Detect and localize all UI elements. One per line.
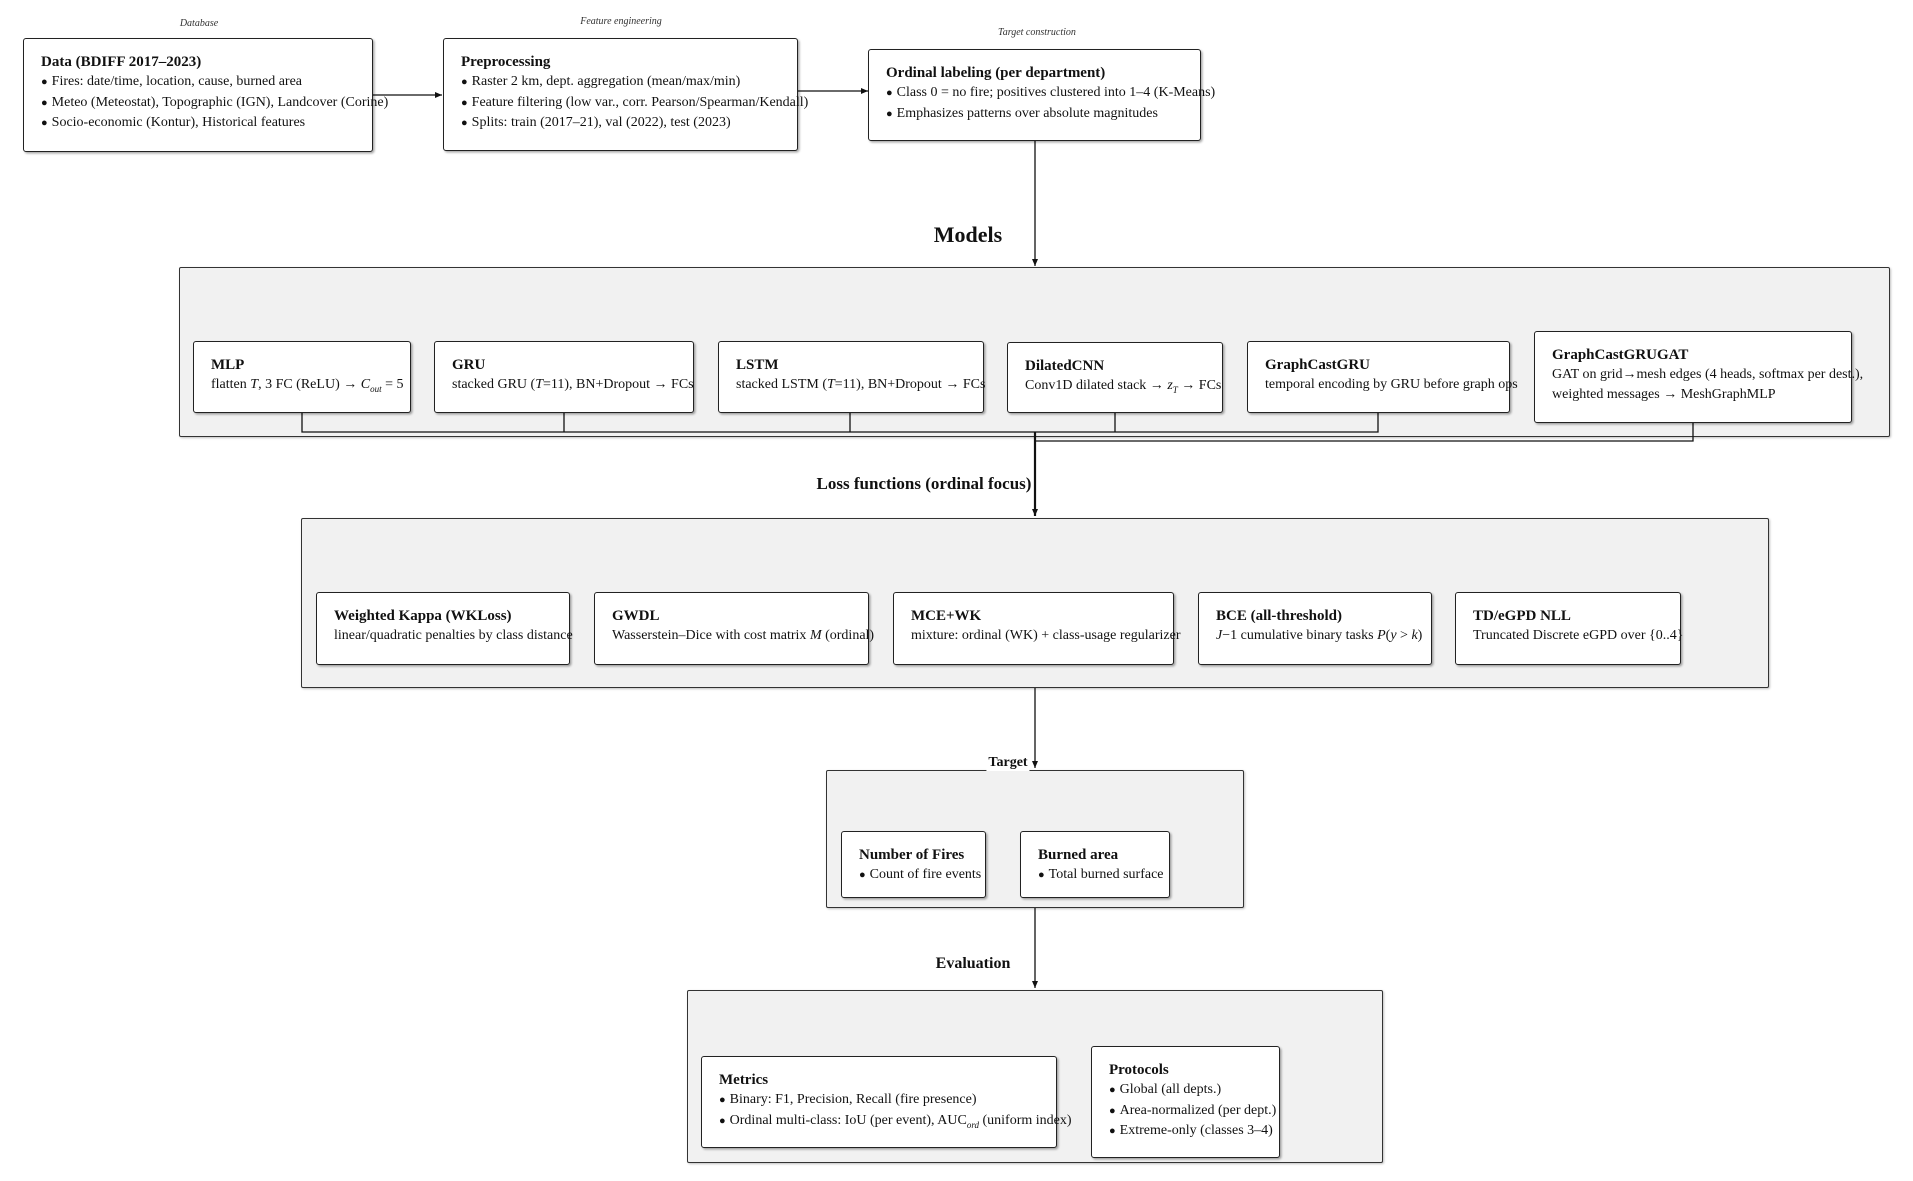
loss-gwdl-title: GWDL [612,608,660,624]
loss-wkloss-title: Weighted Kappa (WKLoss) [334,608,512,624]
protocols-item: ●Extreme-only (classes 3–4) [1109,1123,1273,1138]
preprocessing-box-item: ●Raster 2 km, dept. aggregation (mean/ma… [461,74,741,89]
protocols-item: ●Area-normalized (per dept.) [1109,1102,1277,1118]
stage-label-feature-engineering: Feature engineering [580,16,662,27]
metrics-box: Metrics ●Binary: F1, Precision, Recall (… [701,1056,1072,1148]
loss-mcewk-box: MCE+WK mixture: ordinal (WK) + class-usa… [893,592,1181,665]
loss-tdegpd-title: TD/eGPD NLL [1473,608,1571,624]
loss-tdegpd-desc: Truncated Discrete eGPD over {0..4} [1473,628,1684,643]
data-box: Data (BDIFF 2017–2023) ●Fires: date/time… [23,38,389,152]
model-lstm-desc: stacked LSTM (T=11), BN+Dropout → FCs [736,377,986,392]
model-graphcastgrugat-desc: weighted messages → MeshGraphMLP [1552,386,1776,402]
target-burned-box: Burned area ●Total burned surface [1020,831,1170,898]
model-graphcastgru-desc: temporal encoding by GRU before graph op… [1265,377,1518,392]
target-fires-box: Number of Fires ●Count of fire events [841,831,986,898]
labeling-box-item: ●Class 0 = no fire; positives clustered … [886,85,1216,100]
losses-title: Loss functions (ordinal focus) [816,474,1032,493]
model-gru-box: GRU stacked GRU (T=11), BN+Dropout → FCs [434,341,694,413]
preprocessing-box-item: ●Feature filtering (low var., corr. Pear… [461,94,809,110]
model-mlp-title: MLP [211,357,245,373]
model-gru-desc: stacked GRU (T=11), BN+Dropout → FCs [452,377,694,392]
labeling-box: Ordinal labeling (per department) ●Class… [868,49,1216,141]
merge-line-graphcastgru [1035,413,1379,433]
preprocessing-box-title: Preprocessing [461,54,551,70]
labeling-box-item: ●Emphasizes patterns over absolute magni… [886,105,1158,121]
merge-line-mlp [301,413,1035,433]
loss-mcewk-title: MCE+WK [911,608,982,624]
model-lstm-title: LSTM [736,357,779,373]
data-box-title: Data (BDIFF 2017–2023) [41,54,202,70]
loss-bce-desc: J−1 cumulative binary tasks P(y > k) [1216,628,1423,643]
loss-gwdl-desc: Wasserstein–Dice with cost matrix M (ord… [612,628,875,643]
loss-gwdl-box: GWDL Wasserstein–Dice with cost matrix M… [594,592,875,665]
model-graphcastgru-box: GraphCastGRU temporal encoding by GRU be… [1247,341,1518,413]
target-title: Target [986,755,1030,771]
target-fires-item: ●Count of fire events [859,867,982,882]
loss-tdegpd-box: TD/eGPD NLL Truncated Discrete eGPD over… [1455,592,1684,665]
model-dilatedcnn-box: DilatedCNN Conv1D dilated stack → zT → F… [1007,342,1223,413]
models-title: Models [933,222,1003,247]
model-graphcastgru-title: GraphCastGRU [1265,357,1371,373]
preprocessing-box: Preprocessing ●Raster 2 km, dept. aggreg… [443,38,809,151]
model-gru-title: GRU [452,357,486,373]
loss-wkloss-desc: linear/quadratic penalties by class dist… [334,628,573,643]
data-box-item: ●Fires: date/time, location, cause, burn… [41,74,303,89]
metrics-item: ●Ordinal multi-class: IoU (per event), A… [719,1112,1072,1130]
data-box-item: ●Socio-economic (Kontur), Historical fea… [41,115,306,130]
preprocessing-box-item: ●Splits: train (2017–21), val (2022), te… [461,115,731,130]
target-fires-title: Number of Fires [859,847,965,863]
model-mlp-desc: flatten T, 3 FC (ReLU) → Cout = 5 [211,377,404,394]
target-burned-item: ●Total burned surface [1038,867,1164,882]
model-dilatedcnn-desc: Conv1D dilated stack → zT → FCs [1025,378,1222,395]
metrics-title: Metrics [719,1072,769,1088]
labeling-box-title: Ordinal labeling (per department) [886,65,1106,81]
target-burned-title: Burned area [1038,847,1119,863]
model-graphcastgrugat-box: GraphCastGRUGAT GAT on grid→mesh edges (… [1534,331,1864,423]
model-mlp-box: MLP flatten T, 3 FC (ReLU) → Cout = 5 [193,341,411,413]
loss-bce-title: BCE (all-threshold) [1216,608,1342,624]
loss-mcewk-desc: mixture: ordinal (WK) + class-usage regu… [911,628,1181,643]
model-dilatedcnn-title: DilatedCNN [1025,358,1105,374]
protocols-box: Protocols ●Global (all depts.) ●Area-nor… [1091,1046,1280,1158]
protocols-item: ●Global (all depts.) [1109,1082,1222,1097]
protocols-title: Protocols [1109,1062,1169,1078]
metrics-item: ●Binary: F1, Precision, Recall (fire pre… [719,1092,977,1107]
model-lstm-box: LSTM stacked LSTM (T=11), BN+Dropout → F… [718,341,986,413]
stage-label-database: Database [179,18,219,29]
loss-wkloss-box: Weighted Kappa (WKLoss) linear/quadratic… [316,592,573,665]
stage-label-target-construction: Target construction [998,27,1076,38]
model-graphcastgrugat-desc: GAT on grid→mesh edges (4 heads, softmax… [1552,367,1864,382]
model-graphcastgrugat-title: GraphCastGRUGAT [1552,347,1689,363]
data-box-item: ●Meteo (Meteostat), Topographic (IGN), L… [41,94,389,110]
evaluation-title: Evaluation [935,955,1011,972]
loss-bce-box: BCE (all-threshold) J−1 cumulative binar… [1198,592,1432,665]
merge-line-graphcastgrugat [1035,423,1694,442]
